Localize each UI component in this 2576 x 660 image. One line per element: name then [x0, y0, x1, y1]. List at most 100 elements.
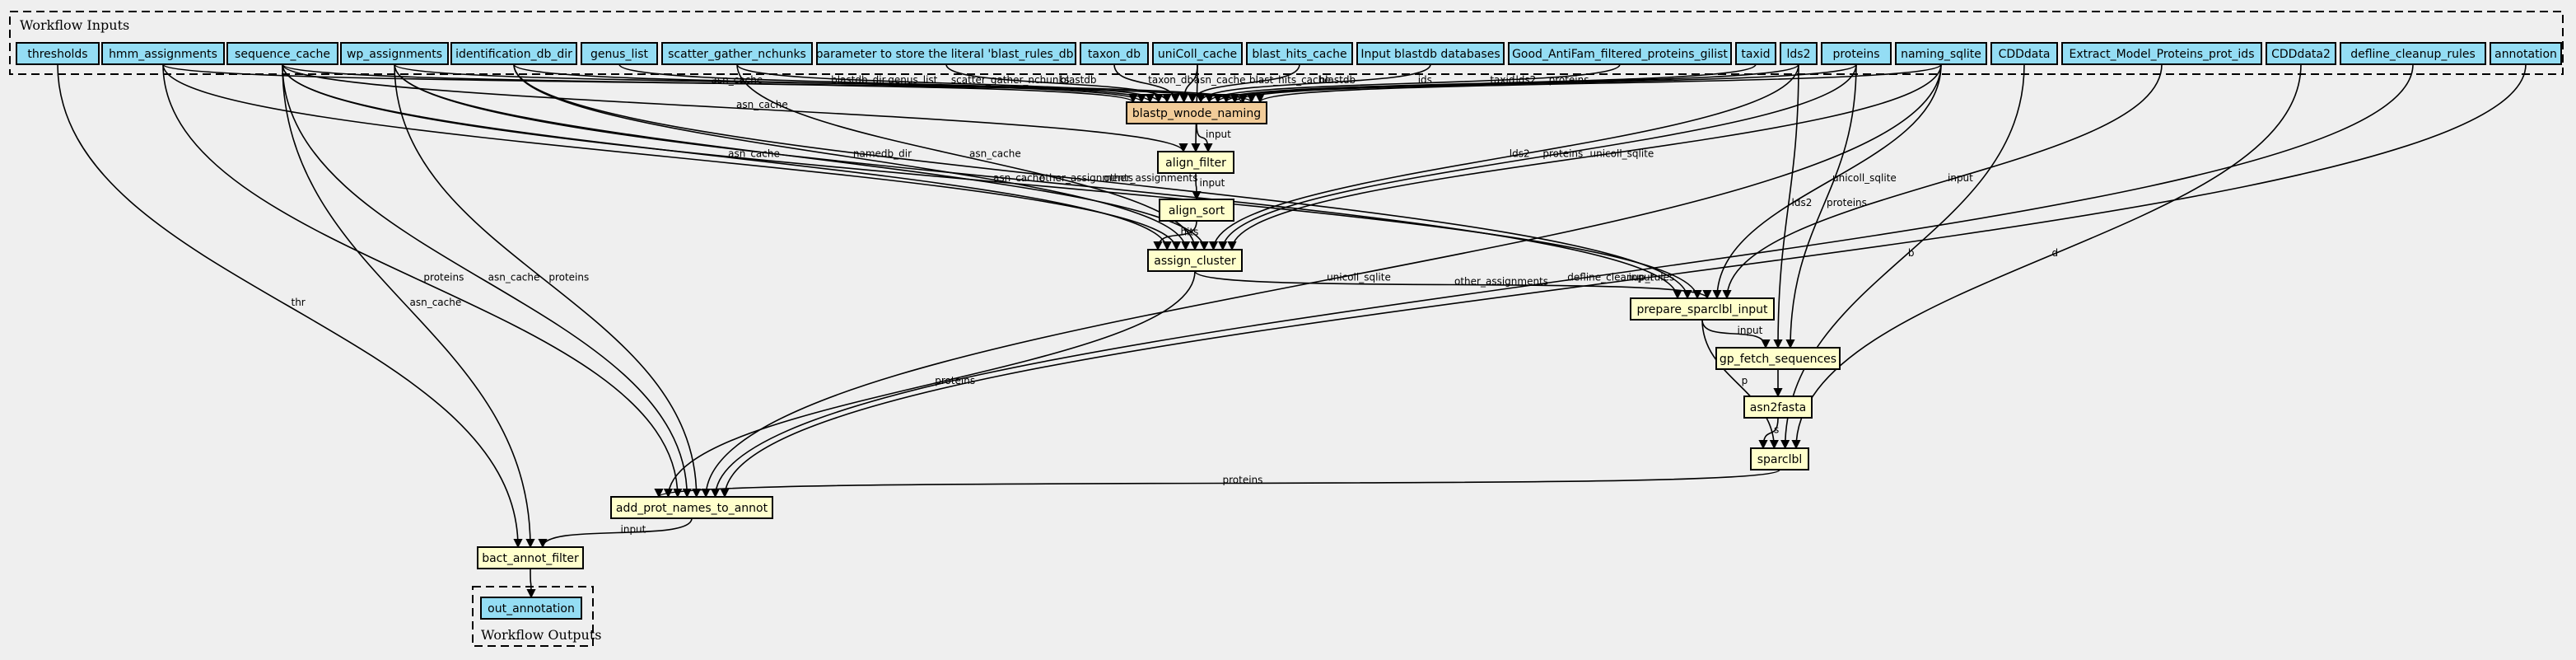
node-box-align_filter[interactable] — [1157, 151, 1234, 174]
node-add_prot_names_to_annot[interactable]: add_prot_names_to_annot — [610, 496, 773, 519]
edge-label-sequence_cache-to-assign_cluster: asn_cache — [728, 148, 780, 160]
node-box-wp_assignments[interactable] — [340, 42, 449, 65]
node-box-align_sort[interactable] — [1159, 199, 1234, 222]
node-out_annotation[interactable]: out_annotation — [480, 597, 582, 620]
node-box-taxon_db[interactable] — [1080, 42, 1149, 65]
node-sequence_cache[interactable]: sequence_cache — [226, 42, 338, 65]
node-box-good_antifam[interactable] — [1508, 42, 1732, 65]
node-genus_list[interactable]: genus_list — [581, 42, 658, 65]
node-label-taxon_db: taxon_db — [1088, 48, 1141, 61]
edge-taxon_db-to-blastp_wnode_naming — [1113, 63, 1180, 104]
edge-label-align_sort-to-assign_cluster: hits — [1181, 227, 1199, 238]
node-proteins[interactable]: proteins — [1821, 42, 1892, 65]
node-bact_annot_filter[interactable]: bact_annot_filter — [477, 546, 584, 569]
node-align_filter[interactable]: align_filter — [1157, 151, 1234, 174]
node-box-identification_db_dir[interactable] — [450, 42, 577, 65]
node-assign_cluster[interactable]: assign_cluster — [1147, 249, 1243, 272]
node-asn2fasta[interactable]: asn2fasta — [1743, 396, 1813, 419]
node-box-genus_list[interactable] — [581, 42, 658, 65]
edge-hmm_assignments-to-blastp_wnode_naming — [162, 63, 1248, 104]
node-box-extract_model[interactable] — [2061, 42, 2262, 65]
node-prepare_sparclbl_input[interactable]: prepare_sparclbl_input — [1630, 297, 1775, 321]
workflow-outputs-title: Workflow Outputs — [481, 627, 601, 643]
node-box-defline_cleanup_rules[interactable] — [2340, 42, 2486, 65]
node-box-annotation[interactable] — [2490, 42, 2562, 65]
node-wp_assignments[interactable]: wp_assignments — [340, 42, 449, 65]
node-blast_rules_param[interactable]: parameter to store the literal 'blast_ru… — [816, 42, 1077, 65]
node-box-gp_fetch_sequences[interactable] — [1715, 347, 1841, 370]
node-box-asn2fasta[interactable] — [1743, 396, 1813, 419]
node-box-blast_rules_param[interactable] — [816, 42, 1076, 65]
node-box-naming_sqlite[interactable] — [1895, 42, 1987, 65]
node-align_sort[interactable]: align_sort — [1159, 199, 1234, 222]
node-box-add_prot_names_to_annot[interactable] — [610, 496, 773, 519]
node-label-out_annotation: out_annotation — [488, 602, 575, 616]
edge-label-genus_list-to-blastp_wnode_naming: genus_list — [888, 74, 937, 86]
edge-sequence_cache-to-assign_cluster — [282, 63, 1172, 251]
node-lds2[interactable]: lds2 — [1780, 42, 1818, 65]
node-sparclbl[interactable]: sparclbl — [1750, 447, 1809, 470]
node-box-prepare_sparclbl_input[interactable] — [1630, 297, 1775, 321]
node-annotation[interactable]: annotation — [2490, 42, 2562, 65]
node-label-unicoll_cache: uniColl_cache — [1158, 48, 1237, 61]
edge-label-assign_cluster-to-add_prot_names_to_annot: proteins — [935, 375, 975, 386]
node-box-out_annotation[interactable] — [480, 597, 582, 620]
node-defline_cleanup_rules[interactable]: defline_cleanup_rules — [2340, 42, 2486, 65]
node-box-cdddata2[interactable] — [2266, 42, 2336, 65]
edge-label-defline_cleanup_rules-to-add_prot_names_to_annot: defline_cleanup_rules — [1567, 272, 1674, 283]
node-box-thresholds[interactable] — [16, 42, 100, 65]
edge-label-thresholds-to-bact_annot_filter: thr — [292, 297, 306, 308]
node-blast_hits_cache[interactable]: blast_hits_cache — [1246, 42, 1353, 65]
node-taxid[interactable]: taxid — [1735, 42, 1776, 65]
edge-sparclbl-to-add_prot_names_to_annot — [654, 469, 1780, 499]
node-label-bact_annot_filter: bact_annot_filter — [482, 552, 579, 565]
edge-thresholds-to-bact_annot_filter — [57, 63, 523, 549]
edge-identification_db_dir-to-assign_cluster — [513, 63, 1191, 251]
node-label-add_prot_names_to_annot: add_prot_names_to_annot — [616, 502, 768, 515]
node-box-hmm_assignments[interactable] — [101, 42, 225, 65]
edge-label-wp_assignments-to-prepare_sparclbl_input: other_assignments — [1039, 172, 1133, 184]
node-box-input_blastdb[interactable] — [1356, 42, 1505, 65]
node-box-sequence_cache[interactable] — [226, 42, 338, 65]
node-box-sparclbl[interactable] — [1750, 447, 1809, 470]
node-naming_sqlite[interactable]: naming_sqlite — [1895, 42, 1987, 65]
node-good_antifam[interactable]: Good_AntiFam_filtered_proteins_gilist — [1508, 42, 1732, 65]
node-scatter_gather_nchunks[interactable]: scatter_gather_nchunks — [661, 42, 813, 65]
node-box-lds2[interactable] — [1780, 42, 1818, 65]
edge-label-unicoll_cache-to-blastp_wnode_naming: asn_cache — [1194, 74, 1246, 86]
node-box-cdddata[interactable] — [1990, 42, 2058, 65]
node-box-proteins[interactable] — [1821, 42, 1892, 65]
edge-assign_cluster-to-prepare_sparclbl_input — [1194, 270, 1712, 300]
edge-label-taxon_db-to-blastp_wnode_naming: taxon_db — [1148, 74, 1193, 86]
edge-label-wp_assignments-to-add_prot_names_to_annot: proteins — [548, 272, 589, 283]
node-box-taxid[interactable] — [1735, 42, 1776, 65]
node-box-scatter_gather_nchunks[interactable] — [661, 42, 813, 65]
node-hmm_assignments[interactable]: hmm_assignments — [101, 42, 225, 65]
edge-lds2-to-gp_fetch_sequences — [1773, 63, 1799, 349]
workflow-inputs-cluster — [9, 11, 2564, 75]
node-cdddata2[interactable]: CDDdata2 — [2266, 42, 2336, 65]
node-box-unicoll_cache[interactable] — [1152, 42, 1243, 65]
edge-naming_sqlite-to-assign_cluster — [1227, 63, 1942, 251]
node-box-bact_annot_filter[interactable] — [477, 546, 584, 569]
node-label-cdddata2: CDDdata2 — [2271, 48, 2331, 61]
node-identification_db_dir[interactable]: identification_db_dir — [450, 42, 577, 65]
node-gp_fetch_sequences[interactable]: gp_fetch_sequences — [1715, 347, 1841, 370]
node-taxon_db[interactable]: taxon_db — [1080, 42, 1149, 65]
node-box-blastp_wnode_naming[interactable] — [1126, 101, 1267, 124]
node-cdddata[interactable]: CDDdata — [1990, 42, 2058, 65]
edge-hmm_assignments-to-add_prot_names_to_annot — [162, 63, 683, 499]
edge-label-prepare_sparclbl_input-to-gp_fetch_sequences: input — [1738, 325, 1763, 336]
edge-cdddata-to-sparclbl — [1780, 63, 2025, 450]
node-box-assign_cluster[interactable] — [1147, 249, 1243, 272]
edge-label-sequence_cache-to-align_filter: asn_cache — [736, 99, 788, 110]
node-thresholds[interactable]: thresholds — [16, 42, 100, 65]
node-label-blast_hits_cache: blast_hits_cache — [1252, 48, 1346, 61]
node-box-blast_hits_cache[interactable] — [1246, 42, 1353, 65]
node-input_blastdb[interactable]: Input blastdb databases — [1356, 42, 1505, 65]
node-unicoll_cache[interactable]: uniColl_cache — [1152, 42, 1243, 65]
edge-lds2-to-assign_cluster — [1208, 63, 1799, 251]
node-extract_model[interactable]: Extract_Model_Proteins_prot_ids — [2061, 42, 2262, 65]
node-blastp_wnode_naming[interactable]: blastp_wnode_naming — [1126, 101, 1267, 124]
edge-asn2fasta-to-sparclbl — [1758, 417, 1779, 450]
